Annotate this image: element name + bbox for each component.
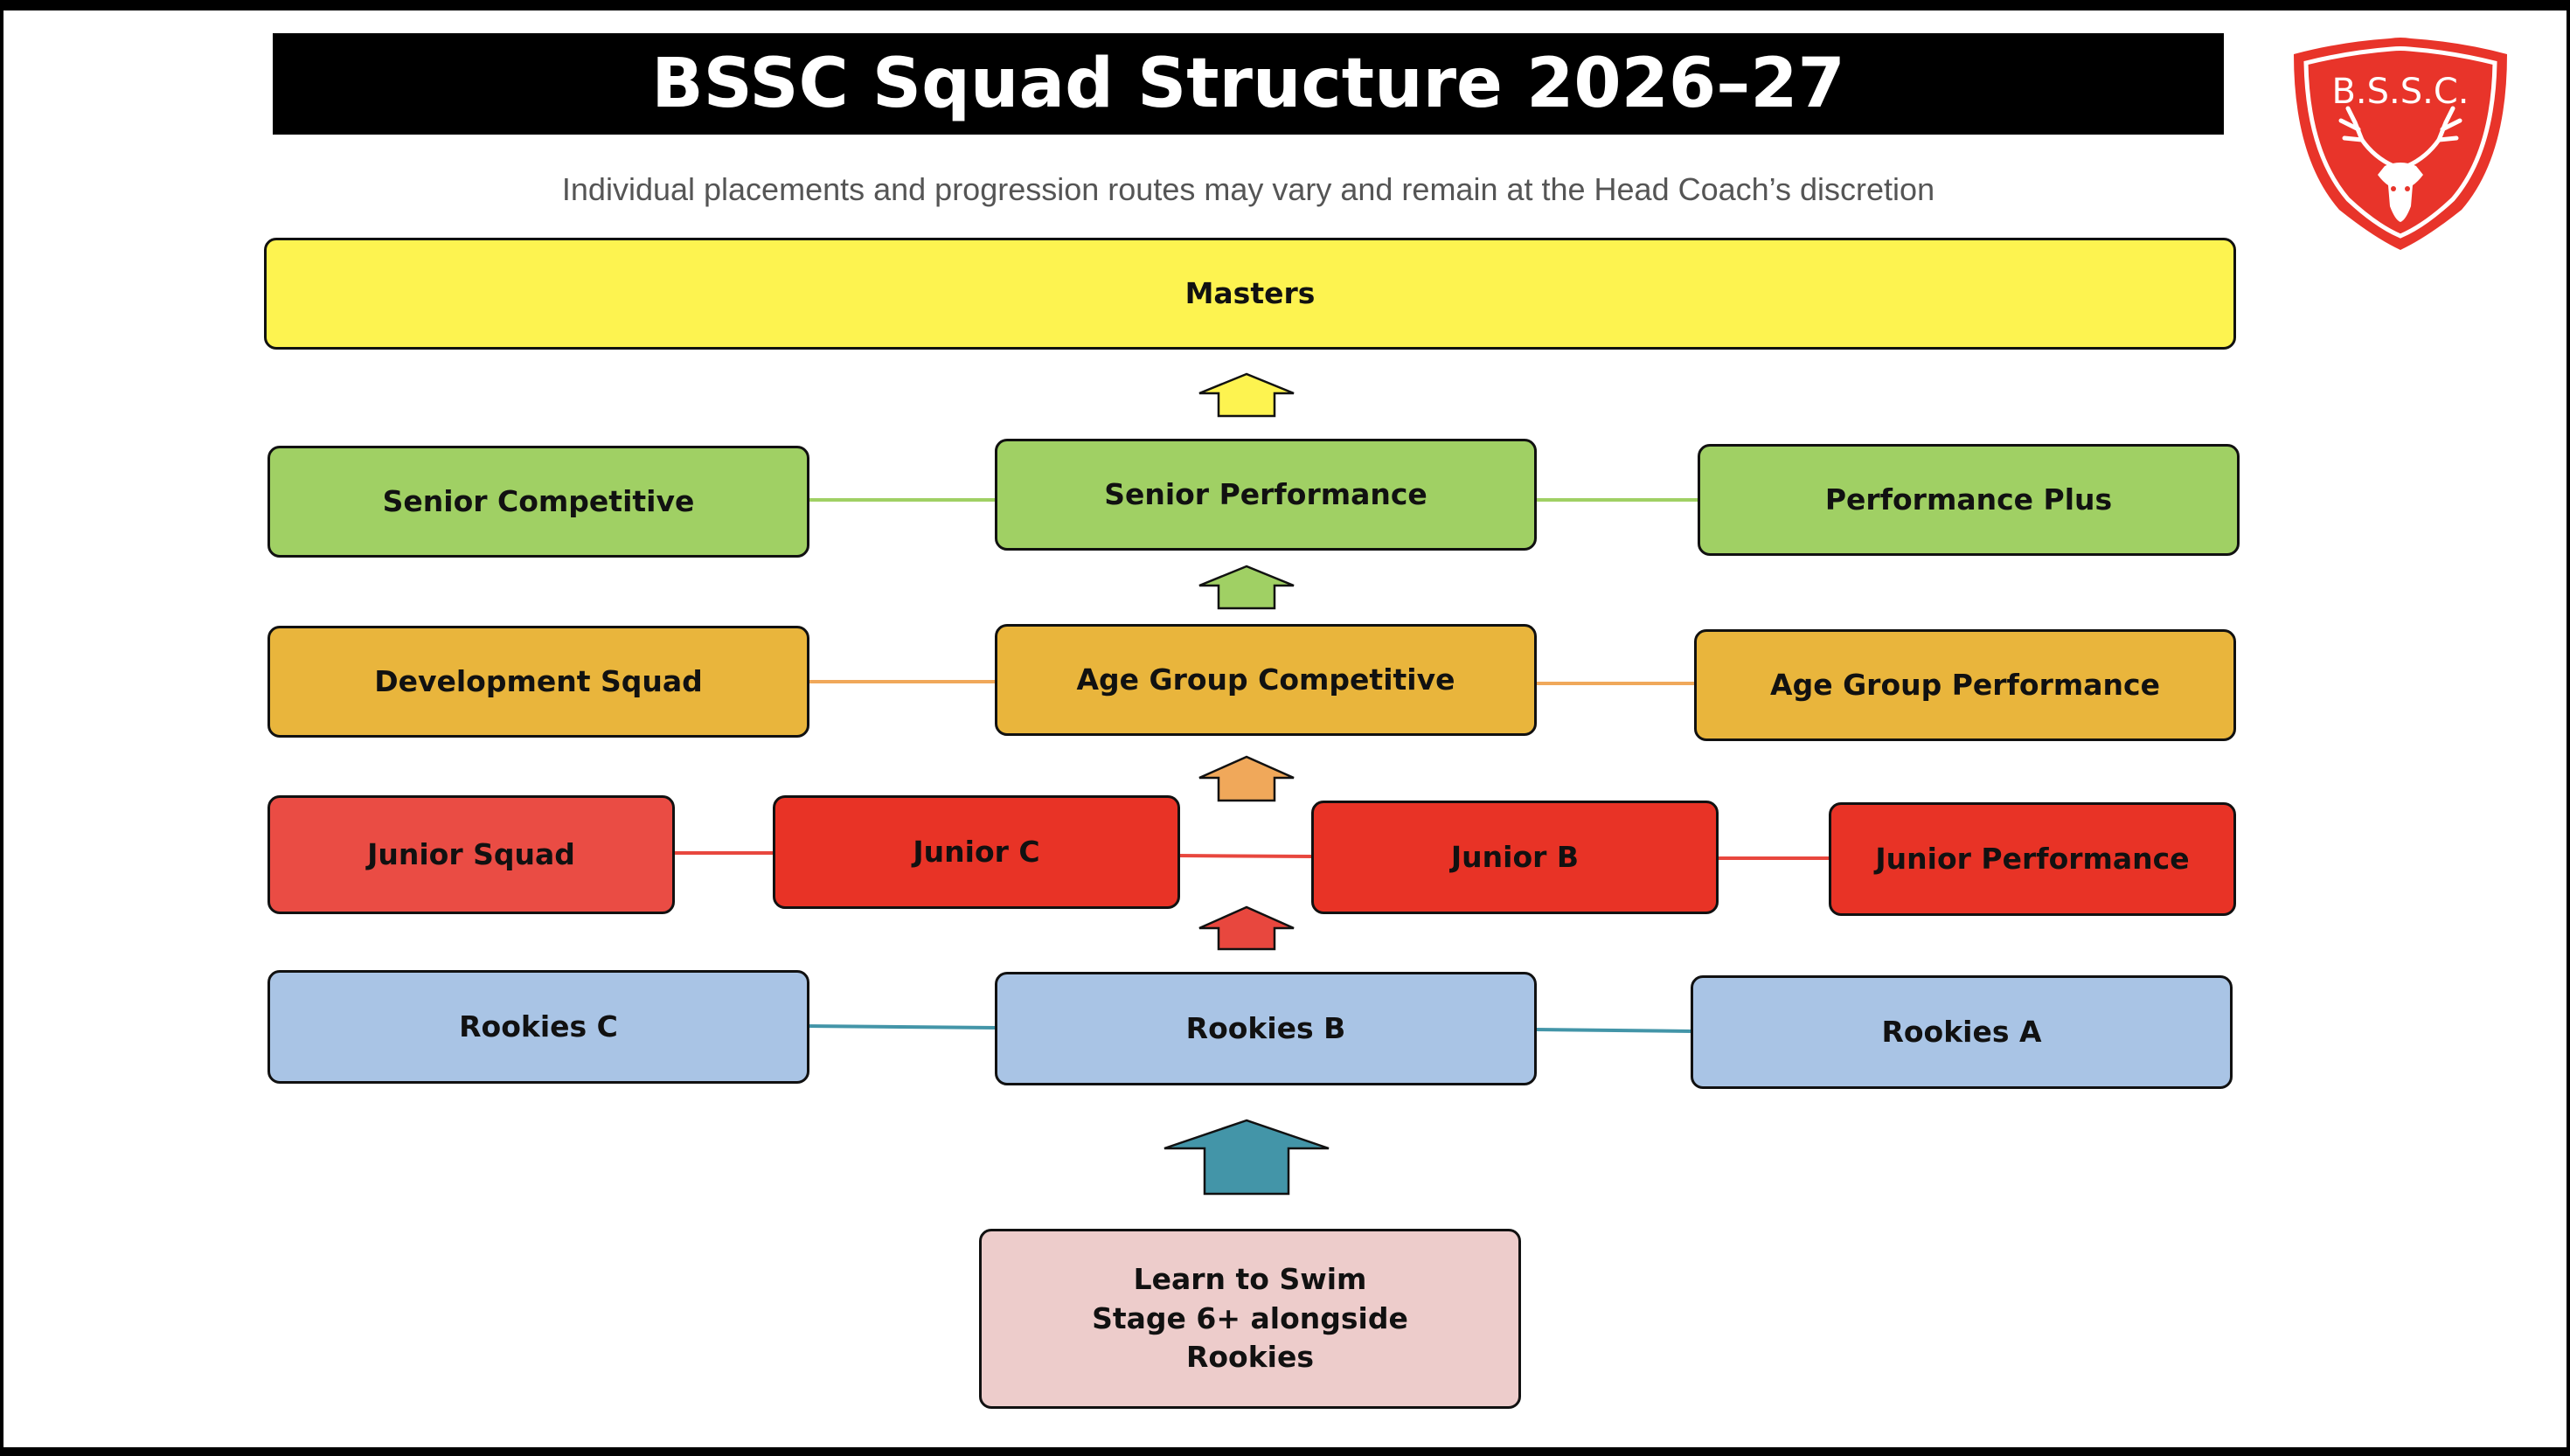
arrow-up-icon-to-senior: [1198, 565, 1295, 610]
connector-rookies-right: [1534, 1028, 1693, 1033]
arrow-up-icon-to-masters: [1198, 372, 1295, 418]
stag-head-shield-icon: [2294, 38, 2507, 250]
squad-masters: Masters: [264, 238, 2236, 350]
page-title: BSSC Squad Structure 2026–27: [651, 45, 1845, 123]
squad-junior-performance: Junior Performance: [1829, 802, 2236, 916]
arrow-up-icon-to-rookies: [1163, 1119, 1330, 1196]
squad-rookies-b: Rookies B: [995, 972, 1537, 1085]
squad-age-group-competitive: Age Group Competitive: [995, 624, 1537, 736]
club-logo: B.S.S.C.: [2294, 38, 2507, 250]
logo-text: B.S.S.C.: [2331, 72, 2469, 112]
squad-senior-performance: Senior Performance: [995, 439, 1537, 551]
squad-junior-c: Junior C: [773, 795, 1180, 909]
connector-rookies-left: [805, 1024, 997, 1030]
squad-age-group-performance: Age Group Performance: [1694, 629, 2236, 741]
squad-development-squad: Development Squad: [267, 626, 809, 738]
squad-learn-to-swim: Learn to Swim Stage 6+ alongside Rookies: [979, 1229, 1521, 1409]
squad-junior-squad: Junior Squad: [267, 795, 675, 914]
squad-rookies-c: Rookies C: [267, 970, 809, 1084]
squad-rookies-a: Rookies A: [1691, 975, 2233, 1089]
squad-senior-competitive: Senior Competitive: [267, 446, 809, 558]
squad-performance-plus: Performance Plus: [1698, 444, 2240, 556]
arrow-up-icon-to-agegroup: [1198, 755, 1295, 802]
page-subtitle: Individual placements and progression ro…: [561, 171, 1935, 207]
squad-junior-b: Junior B: [1311, 801, 1719, 914]
arrow-up-icon-to-junior: [1198, 905, 1295, 951]
title-bar: BSSC Squad Structure 2026–27: [273, 33, 2224, 135]
